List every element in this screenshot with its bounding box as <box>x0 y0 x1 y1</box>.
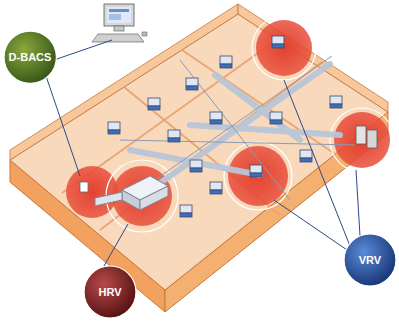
circle-label: D-BACS <box>9 51 52 63</box>
leader-lines <box>46 40 360 266</box>
outdoor-units <box>356 126 377 148</box>
controller-panel <box>80 182 88 192</box>
hrv-unit <box>95 176 168 210</box>
label-circle: HRV <box>83 265 137 319</box>
label-circle: D-BACS <box>3 30 57 84</box>
indoor-units <box>108 36 342 217</box>
circle-label: HRV <box>98 286 121 298</box>
highlight-spot <box>256 20 312 76</box>
back-left-wall <box>10 4 238 160</box>
back-right-wall <box>238 4 388 112</box>
highlight-spot <box>66 166 118 218</box>
floor-slab <box>10 14 388 290</box>
ducts <box>130 64 340 190</box>
refrigerant-pipes <box>120 56 355 200</box>
label-circle: VRV <box>343 233 397 287</box>
highlight-spot <box>334 112 390 168</box>
circle-label: VRV <box>359 254 381 266</box>
highlight-spot <box>228 146 288 206</box>
lens-circles <box>106 16 394 232</box>
computer-icon <box>92 4 147 42</box>
